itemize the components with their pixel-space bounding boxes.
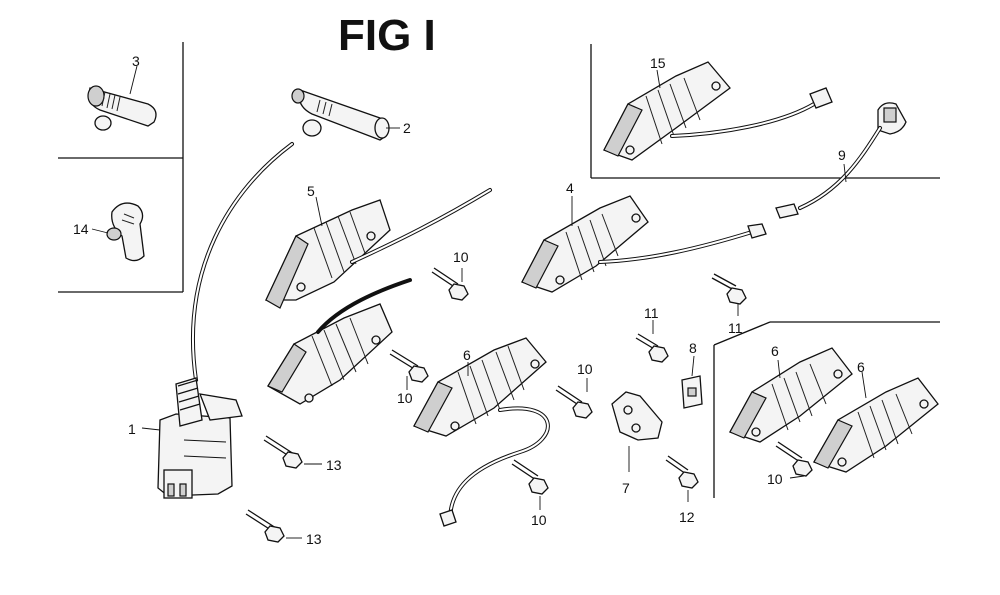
part-1-ignition-coil[interactable] — [157, 377, 243, 499]
callout-1: 1 — [128, 421, 136, 437]
callout-6-inset-left: 6 — [771, 343, 779, 359]
part-6-coil-inset-right[interactable] — [813, 377, 939, 473]
callout-10-d: 10 — [531, 512, 547, 528]
figure-title: FIG I — [338, 11, 436, 60]
charge-coil-lead — [316, 278, 412, 334]
inset-frame-bottom-right — [713, 321, 940, 498]
part-3-plug-cap[interactable] — [87, 85, 157, 131]
part-5-exciter-coil[interactable] — [264, 199, 391, 309]
callout-7: 7 — [622, 480, 630, 496]
part-6-lighting-coil[interactable] — [413, 337, 547, 437]
callout-14: 14 — [73, 221, 89, 237]
callout-12: 12 — [679, 509, 695, 525]
high-tension-lead — [191, 142, 294, 382]
callout-11-b: 11 — [728, 320, 743, 336]
callout-8: 8 — [689, 340, 697, 356]
part-10-bolt-e[interactable] — [775, 441, 813, 477]
part-8-grommet[interactable] — [681, 375, 703, 409]
part-6-coil-inset-left[interactable] — [729, 347, 853, 443]
callout-10-e: 10 — [767, 471, 783, 487]
part-10-bolt-d[interactable] — [511, 459, 549, 495]
callout-6-inset-right: 6 — [857, 359, 865, 375]
harness-9-cable — [798, 126, 882, 210]
callout-6-center: 6 — [463, 347, 471, 363]
inset-frame-top-right — [590, 44, 940, 179]
callout-4: 4 — [566, 180, 574, 196]
callout-13-upper: 13 — [326, 457, 342, 473]
callout-10-c: 10 — [577, 361, 593, 377]
part-10-bolt-b[interactable] — [389, 349, 429, 383]
callout-11-a: 11 — [644, 305, 659, 321]
part-9-wire-harness[interactable] — [877, 102, 907, 135]
callout-5: 5 — [307, 183, 315, 199]
part-7-bracket[interactable] — [611, 391, 663, 441]
part-10-bolt-a[interactable] — [431, 267, 469, 301]
callout-10-a: 10 — [453, 249, 469, 265]
part-10-bolt-c[interactable] — [555, 385, 593, 419]
part-13-bolt-lower[interactable] — [245, 509, 285, 543]
inset-frame-top-left — [58, 42, 184, 293]
part-13-bolt-upper[interactable] — [263, 435, 303, 469]
callout-9: 9 — [838, 147, 846, 163]
callout-15: 15 — [650, 55, 666, 71]
callout-3: 3 — [132, 53, 140, 69]
part-15-coil[interactable] — [603, 61, 731, 161]
callout-13-lower: 13 — [306, 531, 322, 547]
part-4-coil[interactable] — [521, 195, 649, 293]
part-5-charge-coil-lower[interactable] — [267, 303, 393, 405]
part-11-bolt-a[interactable] — [635, 333, 669, 363]
part-2-plug-cap[interactable] — [291, 88, 390, 141]
part-14-plug-cap[interactable] — [106, 202, 145, 262]
part-12-bolt[interactable] — [665, 455, 699, 489]
callout-10-b: 10 — [397, 390, 413, 406]
callout-2: 2 — [403, 120, 411, 136]
part-11-bolt-b[interactable] — [711, 273, 747, 305]
